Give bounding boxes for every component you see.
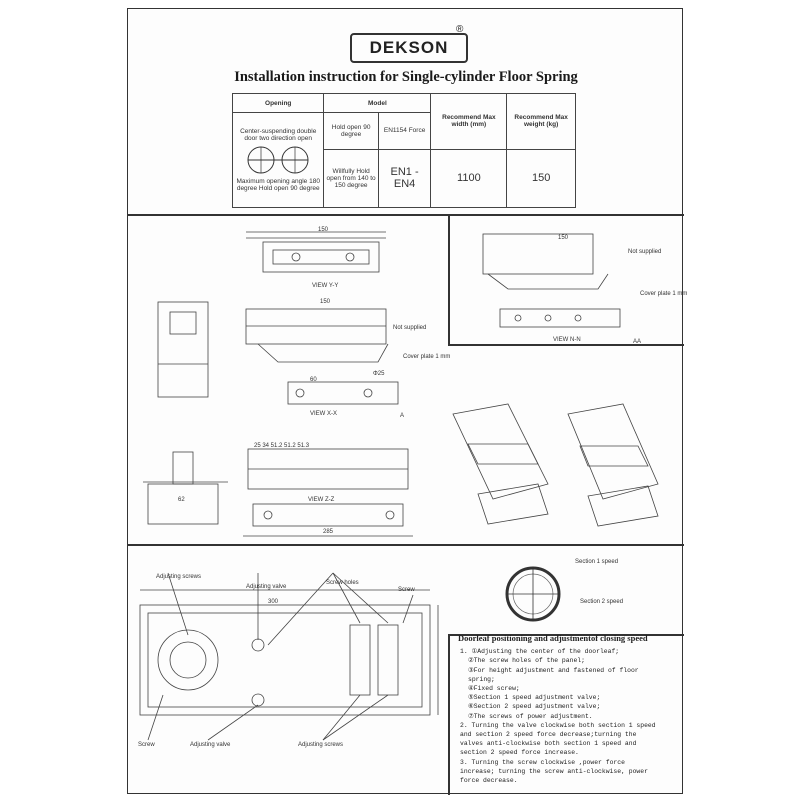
spec-table: Opening Model Recommend Max width (mm) R… [231, 93, 576, 209]
model-hold: Hold open 90 degree [323, 112, 379, 150]
label-screw-holes: Screw holes [326, 580, 359, 586]
instruction-item: 2. Turning the valve clockwise both sect… [460, 721, 656, 757]
dekson-logo: DEKSON [350, 33, 468, 63]
model-willfully: Willfully Hold open from 140 to 150 degr… [323, 148, 379, 209]
view-zz-drawing [243, 448, 413, 537]
label-phi25: Φ25 [373, 371, 385, 377]
label-dim-60: 60 [310, 377, 317, 383]
opening-cell: Center-suspending double door two direct… [231, 112, 325, 208]
max-width-value: 1100 [430, 148, 508, 209]
label-dim-285: 285 [323, 529, 334, 535]
instruction-item: ②The screw holes of the panel; [468, 657, 585, 665]
plan-view-drawing [139, 572, 439, 741]
instructions-panel: Doorleaf positioning and adjustmentof cl… [458, 633, 658, 794]
label-view-xx: VIEW X-X [310, 411, 338, 417]
technical-drawings [143, 231, 659, 537]
label-not-supplied-1: Not supplied [393, 325, 427, 331]
label-view-nn: VIEW N-N [553, 337, 581, 343]
label-dim-62: 62 [178, 497, 185, 503]
opening-angle-diagram [505, 566, 561, 622]
view-xx-drawing [157, 301, 399, 405]
label-letter-aa: AA [633, 339, 642, 345]
header-max-weight: Recommend Max weight (kg) [506, 93, 576, 150]
label-adjusting-screws-top: Adjusting screws [156, 574, 202, 580]
opening-desc: Center-suspending double door two direct… [240, 128, 317, 142]
instruction-item: ⑥Section 2 speed adjustment valve; [468, 703, 601, 711]
divider-bottom [128, 544, 684, 546]
logo-text: DEKSON [369, 38, 449, 57]
label-dim-150-c: 150 [558, 235, 569, 241]
isometric-left [452, 403, 549, 525]
max-weight-value: 150 [506, 148, 576, 209]
isometric-right [567, 403, 659, 527]
model-en-value: EN1 - EN4 [377, 148, 432, 209]
double-door-icon [247, 146, 309, 174]
label-view-zz: VIEW Z-Z [308, 497, 335, 503]
instruction-item: ⑤Section 1 speed adjustment valve; [468, 694, 601, 702]
view-side-section [143, 451, 228, 525]
divider-right-mid [448, 344, 684, 346]
label-adjusting-screws-bottom: Adjusting screws [298, 742, 344, 748]
divider-panel-top [448, 634, 684, 636]
view-nn-drawing [482, 233, 621, 328]
instruction-item: ④Fixed screw; [468, 685, 520, 693]
label-screw-bottom: Screw [138, 742, 155, 748]
label-dim-zz: 25 34 51.2 51.2 51.3 [254, 443, 310, 449]
label-screw-top: Screw [398, 587, 415, 593]
label-cover-plate-1: Cover plate 1 mm [403, 354, 451, 360]
label-adjusting-valve-bottom: Adjusting valve [190, 742, 231, 748]
label-view-yy: VIEW Y-Y [312, 283, 339, 289]
label-letter-a: A [400, 413, 405, 419]
label-dim-300: 300 [268, 599, 279, 605]
label-not-supplied-2: Not supplied [628, 249, 662, 255]
header-opening: Opening [231, 93, 325, 113]
instruction-item: 1. ①Adjusting the center of the doorleaf… [460, 648, 620, 656]
header-model: Model [323, 93, 432, 113]
divider-vertical-upper [448, 214, 450, 344]
label-adjusting-valve-top: Adjusting valve [246, 584, 287, 590]
label-cover-plate-2: Cover plate 1 mm [640, 291, 688, 297]
label-dim-150-a: 150 [318, 227, 329, 233]
header-max-width: Recommend Max width (mm) [430, 93, 508, 150]
view-yy-drawing [246, 231, 386, 273]
divider-top [128, 214, 684, 216]
opening-note: Maximum opening angle 180 degree Hold op… [236, 178, 320, 192]
instruction-item: 3. Turning the screw clockwise ,power fo… [460, 758, 648, 785]
label-dim-150-b: 150 [320, 299, 331, 305]
instruction-item: ⑦The screws of power adjustment. [468, 712, 593, 720]
registered-mark: ® [456, 24, 464, 35]
divider-vertical-lower [448, 634, 450, 795]
page-title: Installation instruction for Single-cyli… [234, 69, 578, 85]
label-section1-speed: Section 1 speed [575, 559, 619, 565]
instruction-sheet: DEKSON ® Installation instruction for Si… [127, 8, 687, 795]
model-en-header: EN1154 Force [377, 112, 432, 150]
instruction-item: ③For height adjustment and fastened of f… [468, 666, 639, 683]
instructions-title: Doorleaf positioning and adjustmentof cl… [458, 633, 648, 643]
label-section2-speed: Section 2 speed [580, 599, 624, 605]
